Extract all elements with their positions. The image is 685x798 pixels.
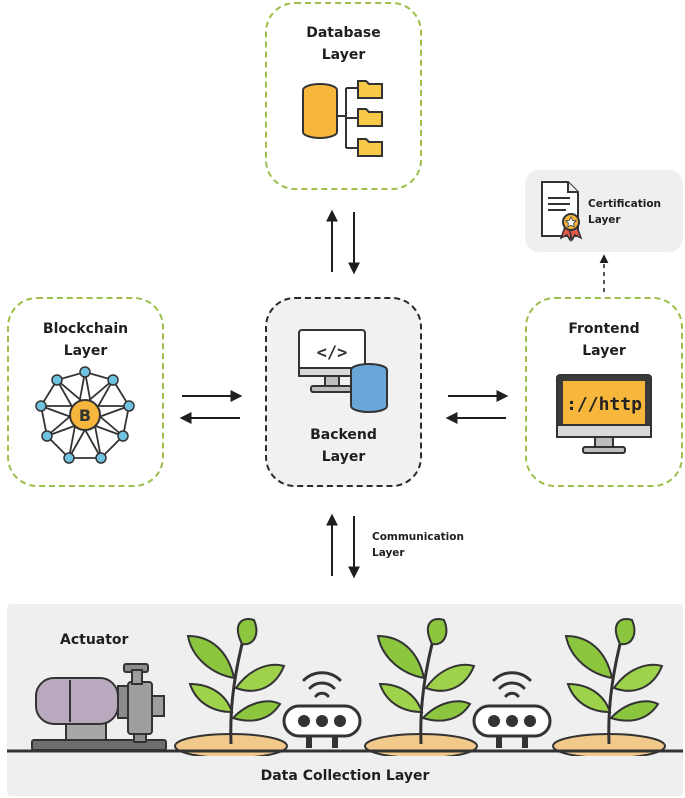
frontend-layer-label: Frontend Layer <box>568 321 640 359</box>
communication-layer-label: Communication Layer <box>372 531 464 559</box>
bitcoin-network-icon: B <box>35 366 135 464</box>
wireless-sensor-icon <box>282 671 362 748</box>
plant-icon <box>552 618 666 756</box>
svg-text:://http: ://http <box>566 394 642 415</box>
database-folders-icon <box>302 80 383 157</box>
actuator-label: Actuator <box>60 632 129 648</box>
svg-text:B: B <box>79 406 91 425</box>
http-monitor-icon: ://http <box>556 374 652 454</box>
plant-icon <box>364 618 478 756</box>
ground-line <box>7 749 683 753</box>
plant-icon <box>174 618 288 756</box>
certification-layer-label: Certification Layer <box>588 198 662 226</box>
certificate-icon <box>541 181 583 242</box>
backend-layer-label: Backend Layer <box>310 427 377 465</box>
blockchain-layer-box <box>7 297 164 487</box>
wireless-sensor-icon <box>472 671 552 748</box>
database-layer-box <box>265 2 422 190</box>
svg-text:</>: </> <box>317 343 348 363</box>
pump-motor-icon <box>31 663 167 751</box>
data-collection-layer-label: Data Collection Layer <box>260 768 430 784</box>
blockchain-layer-label: Blockchain Layer <box>42 321 129 359</box>
code-monitor-database-icon: </> <box>298 329 388 413</box>
database-layer-label: Database Layer <box>306 25 381 63</box>
